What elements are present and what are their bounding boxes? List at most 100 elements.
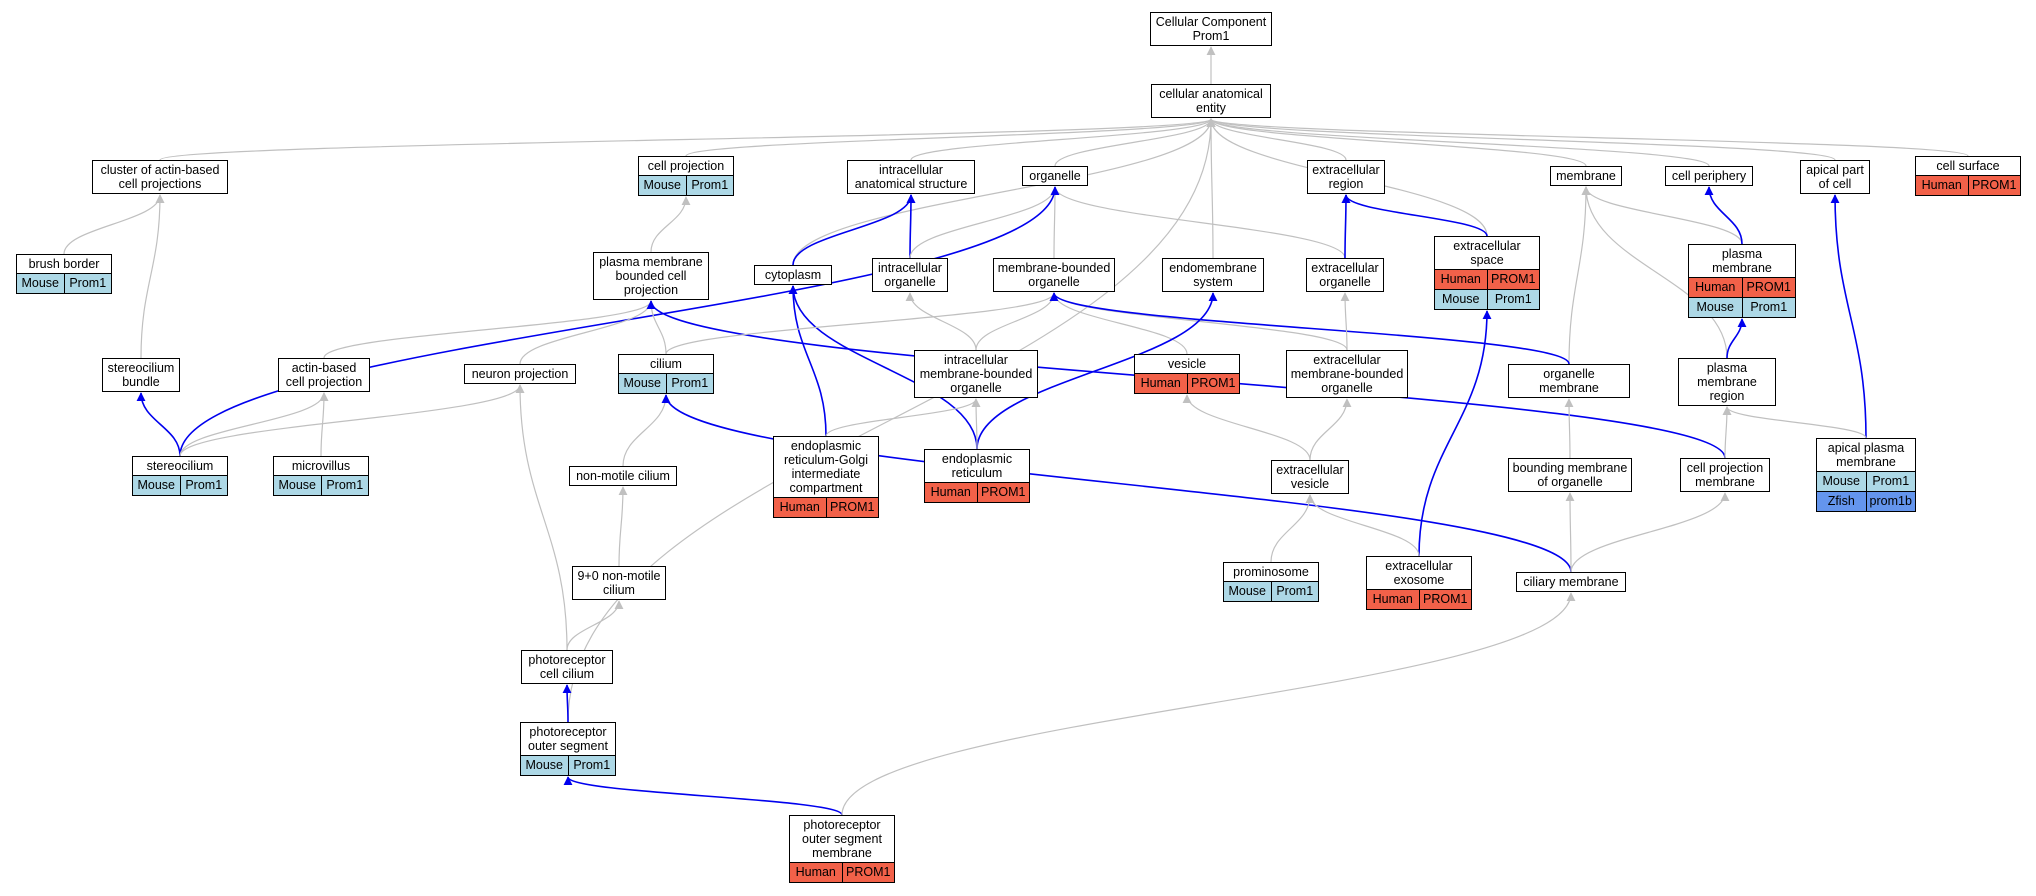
term-label: microvillus	[291, 459, 351, 473]
term-node-membrane[interactable]: membrane	[1550, 166, 1622, 186]
term-label: extracellular region	[1312, 163, 1380, 191]
edge-cilium-to-mbo	[665, 292, 1059, 355]
gene-cell: Prom1	[1486, 289, 1539, 309]
term-node-stereo-bundle[interactable]: stereocilium bundle	[102, 358, 180, 392]
edge-organelle-to-cae	[1054, 118, 1216, 167]
term-node-ec-org[interactable]: extracellular organelle	[1306, 258, 1384, 292]
term-node-periphery[interactable]: cell periphery	[1665, 166, 1753, 186]
term-node-org-mem[interactable]: organelle membrane	[1508, 364, 1630, 398]
gene-cell: PROM1	[1486, 269, 1539, 290]
edge-cell-proj-to-cae	[685, 118, 1216, 157]
edge-ciliary-mem-to-bound-mem	[1565, 492, 1575, 573]
term-node-ergic[interactable]: endoplasmic reticulum-Golgi intermediate…	[773, 436, 879, 518]
term-label: cell projection	[647, 159, 725, 173]
gene-cell: Prom1	[63, 273, 111, 293]
edge-er-to-endomem	[976, 292, 1218, 450]
species-cell: Human	[1367, 589, 1419, 609]
term-label: apical part of cell	[1806, 163, 1864, 191]
term-label: extracellular vesicle	[1276, 463, 1344, 491]
term-label: stereocilium bundle	[107, 361, 175, 389]
edge-stereocilium-to-acp	[179, 392, 329, 457]
term-node-pmbcp[interactable]: plasma membrane bounded cell projection	[593, 252, 709, 300]
term-label: organelle membrane	[1539, 367, 1599, 395]
term-label: non-motile cilium	[576, 469, 670, 483]
term-node-cluster-acp[interactable]: cluster of actin-based cell projections	[92, 160, 228, 194]
term-label: ciliary membrane	[1523, 575, 1619, 589]
edge-ias-to-cae	[910, 118, 1216, 161]
term-label: plasma membrane region	[1697, 361, 1757, 403]
species-cell: Mouse	[1435, 289, 1487, 309]
species-cell: Mouse	[1224, 581, 1271, 601]
gene-cell: PROM1	[1967, 175, 2020, 195]
edge-stereocilium-to-stereo-bundle	[136, 392, 181, 457]
edge-org-mem-to-membrane	[1568, 186, 1591, 365]
term-node-nine-zero[interactable]: 9+0 non-motile cilium	[572, 566, 666, 600]
term-node-pm-region[interactable]: plasma membrane region	[1678, 358, 1776, 406]
term-node-ecmbo[interactable]: extracellular membrane-bounded organelle	[1286, 350, 1408, 398]
edge-nonmotile-to-cilium	[622, 394, 671, 467]
term-node-endomem[interactable]: endomembrane system	[1162, 258, 1264, 292]
gene-cell: Prom1	[665, 373, 713, 393]
term-node-pr-cilium[interactable]: photoreceptor cell cilium	[521, 650, 613, 684]
edge-microvillus-to-acp	[319, 392, 329, 457]
term-node-ec-vesicle[interactable]: extracellular vesicle	[1271, 460, 1349, 494]
edge-membrane-to-cae	[1206, 118, 1587, 167]
edge-imbo-to-intra-org	[905, 292, 977, 351]
term-node-mbo[interactable]: membrane-bounded organelle	[993, 258, 1115, 292]
term-node-nonmotile[interactable]: non-motile cilium	[569, 466, 677, 486]
edge-pm-to-membrane	[1581, 186, 1743, 245]
edge-pm-to-periphery	[1704, 186, 1743, 245]
species-cell: Mouse	[17, 273, 64, 293]
term-node-intra-org[interactable]: intracellular organelle	[872, 258, 948, 292]
edge-bound-mem-to-org-mem	[1564, 398, 1574, 459]
edge-ec-space-to-ecr	[1341, 194, 1488, 237]
species-cell: Mouse	[1817, 471, 1866, 492]
term-node-ias[interactable]: intracellular anatomical structure	[847, 160, 975, 194]
term-node-acp[interactable]: actin-based cell projection	[278, 358, 370, 392]
term-node-ciliary-mem[interactable]: ciliary membrane	[1516, 572, 1626, 592]
edge-stereocilium-to-organelle	[179, 186, 1060, 457]
gene-cell: PROM1	[825, 497, 878, 517]
term-node-apical-part[interactable]: apical part of cell	[1800, 160, 1870, 194]
term-node-ecr[interactable]: extracellular region	[1307, 160, 1385, 194]
term-label: plasma membrane	[1712, 247, 1772, 275]
edge-posm-to-pos	[563, 776, 843, 816]
term-node-neuron-proj[interactable]: neuron projection	[464, 364, 576, 384]
term-node-cc-root[interactable]: Cellular Component Prom1	[1150, 12, 1272, 46]
edge-pm-region-to-pm	[1726, 318, 1747, 359]
term-node-cytoplasm[interactable]: cytoplasm	[754, 265, 832, 285]
term-node-cp-mem[interactable]: cell projection membrane	[1680, 458, 1770, 492]
term-label: 9+0 non-motile cilium	[577, 569, 661, 597]
term-label: actin-based cell projection	[285, 361, 363, 389]
term-node-cae[interactable]: cellular anatomical entity	[1151, 84, 1271, 118]
term-node-bound-mem[interactable]: bounding membrane of organelle	[1508, 458, 1632, 492]
term-node-organelle[interactable]: organelle	[1022, 166, 1088, 186]
term-node-imbo[interactable]: intracellular membrane-bounded organelle	[914, 350, 1038, 398]
